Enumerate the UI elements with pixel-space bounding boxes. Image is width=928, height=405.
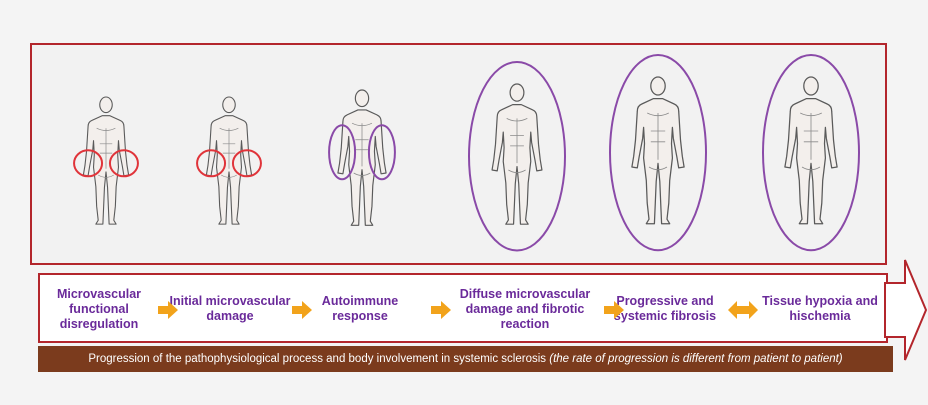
stage-label-2: Initial microvascular damage: [165, 283, 295, 335]
stage-label-3: Autoimmune response: [295, 283, 425, 335]
body-figure: [338, 90, 386, 225]
stage-label-1: Microvascular functional disregulation: [34, 283, 164, 335]
arrow-right-icon: [604, 301, 624, 319]
body-figure: [83, 97, 128, 224]
arrow-right-icon: [158, 301, 178, 319]
body-figure: [206, 97, 251, 224]
body-figures-layer: [0, 0, 928, 270]
body-figure: [632, 77, 684, 224]
body-figure: [492, 84, 542, 224]
stage-label-6: Tissue hypoxia and hischemia: [755, 283, 885, 335]
stage-label-4: Diffuse microvascular damage and fibroti…: [450, 283, 600, 335]
body-figure: [785, 77, 837, 224]
arrow-right-icon: [431, 301, 451, 319]
caption-text: Progression of the pathophysiological pr…: [88, 353, 546, 365]
double-arrow-icon: [728, 301, 758, 319]
arrow-right-icon: [292, 301, 312, 319]
caption-note: (the rate of progression is different fr…: [549, 353, 842, 365]
caption-bar: Progression of the pathophysiological pr…: [38, 346, 893, 372]
